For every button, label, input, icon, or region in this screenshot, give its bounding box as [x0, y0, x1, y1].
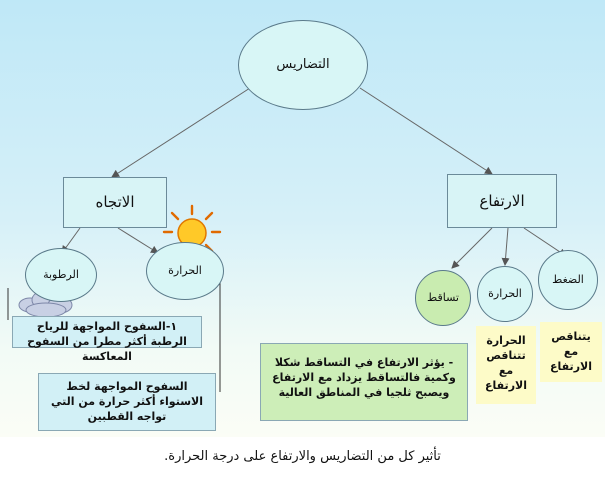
node-direction: الاتجاه	[63, 177, 167, 228]
line-direction-heat	[117, 227, 159, 254]
node-heat-direction: الحرارة	[146, 242, 224, 300]
node-root-label: التضاريس	[276, 56, 330, 72]
node-heat-direction-label: الحرارة	[168, 264, 202, 278]
node-humidity-label: الرطوبة	[43, 268, 79, 282]
line-altitude-heat	[501, 227, 510, 266]
node-pressure: الضغط	[538, 250, 598, 310]
node-root: التضاريس	[238, 20, 368, 110]
line-root-altitude	[359, 87, 493, 175]
node-precip: تساقط	[415, 270, 471, 326]
node-altitude-label: الارتفاع	[479, 191, 525, 210]
node-heat-altitude-label: الحرارة	[488, 287, 522, 301]
node-altitude: الارتفاع	[447, 174, 557, 228]
note-humidity: ١-السفوح المواجهة للرياح الرطبة أكثر مطر…	[12, 316, 202, 363]
node-humidity: الرطوبة	[25, 248, 97, 302]
line-root-direction	[111, 87, 251, 178]
node-heat-altitude: الحرارة	[477, 266, 533, 322]
diagram-canvas: التضاريس الاتجاه الارتفاع الرطوبة الحرار…	[0, 0, 605, 437]
node-direction-label: الاتجاه	[95, 193, 135, 212]
note-heat-altitude: الحرارة تتناقص مع الارتفاع	[476, 326, 536, 404]
figure-caption: تأثير كل من التضاريس والارتفاع على درجة …	[164, 449, 441, 464]
node-precip-label: تساقط	[427, 291, 459, 305]
note-precip: - يؤثر الارتفاع في التساقط شكلا وكمية فا…	[260, 343, 468, 421]
node-pressure-label: الضغط	[552, 273, 584, 287]
note-heat-direction: السفوح المواجهة لخط الاستواء أكثر حرارة …	[38, 373, 216, 431]
line-altitude-precip	[451, 227, 493, 269]
note-pressure: يتناقص مع الارتفاع	[540, 322, 602, 382]
